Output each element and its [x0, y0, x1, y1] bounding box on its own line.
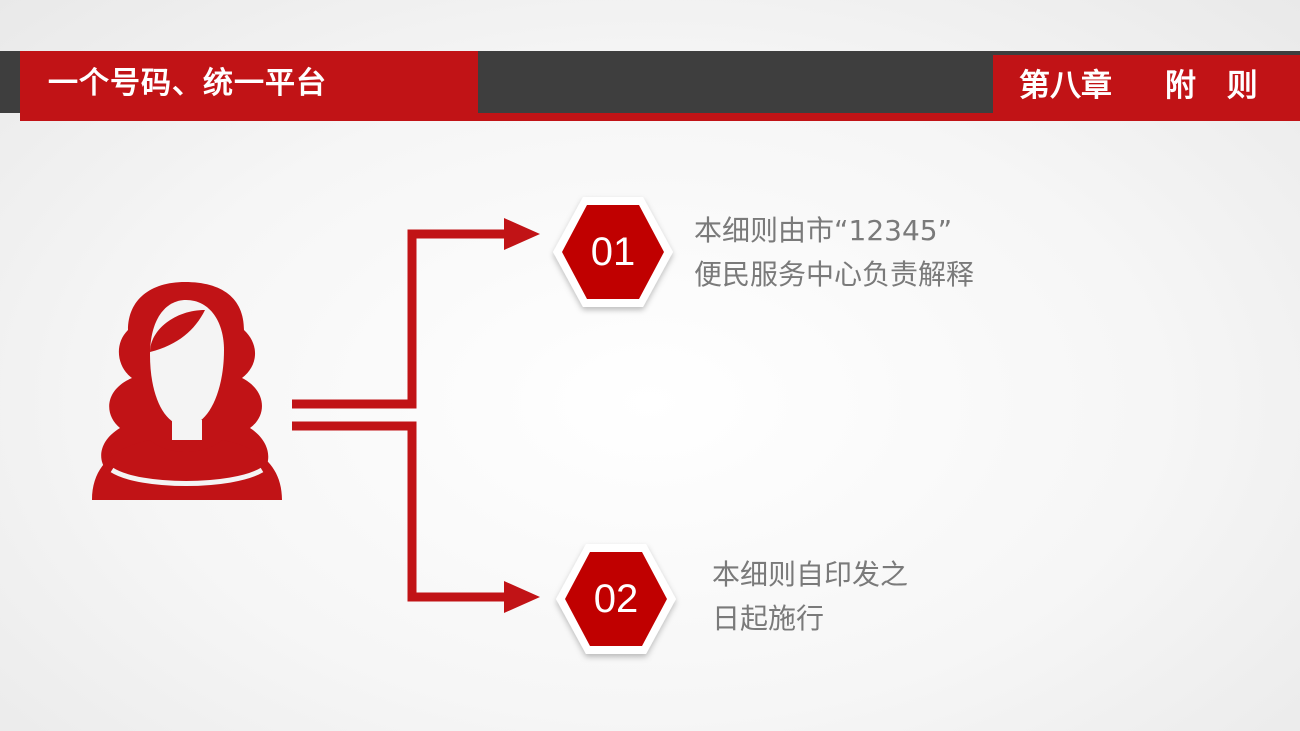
header-underline	[20, 113, 1300, 121]
step-number: 01	[590, 230, 636, 274]
step-text-line: 本细则自印发之	[712, 558, 909, 591]
step-02-hexagon	[556, 544, 676, 654]
step-number: 02	[593, 577, 639, 621]
connector	[292, 229, 512, 602]
arrow-head-icon	[504, 218, 540, 250]
step-01-hexagon	[553, 197, 673, 307]
chapter-block	[993, 55, 1300, 115]
step-text-line: 日起施行	[712, 602, 825, 635]
slide-title: 一个号码、统一平台	[48, 66, 327, 101]
header-title-block	[20, 51, 478, 121]
chapter-label: 第八章	[1019, 68, 1112, 104]
step-text-line: 本细则由市“12345”	[694, 214, 953, 247]
woman-avatar-icon	[92, 282, 282, 500]
arrow-head-icon	[504, 581, 540, 613]
section-label: 附 则	[1165, 68, 1268, 104]
step-text-line: 便民服务中心负责解释	[694, 258, 975, 291]
